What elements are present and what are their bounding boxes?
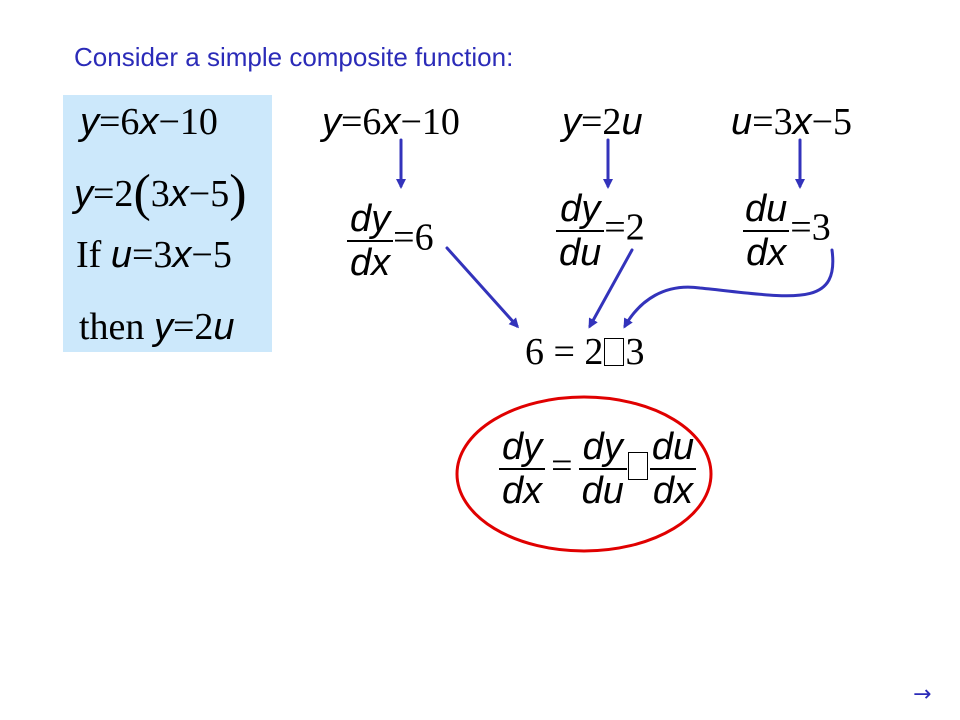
product-left: 6 = 2 <box>525 331 604 373</box>
panel-eq-3-eq: =3 <box>131 234 173 276</box>
panel-eq-2-var: x <box>169 173 189 215</box>
panel-eq-2-close: ) <box>229 165 247 222</box>
chain-rule-multiply-box-icon <box>627 451 648 480</box>
derivative-dydu-den: du <box>556 230 605 272</box>
column-1-eq: =6 <box>341 101 382 143</box>
product-right: 3 <box>625 331 645 373</box>
column-2-lhs: y <box>562 101 581 143</box>
arrow-dudx-to-product <box>623 248 835 329</box>
panel-eq-1-rest: −10 <box>158 101 218 143</box>
column-3-var: x <box>792 101 812 143</box>
column-3-rest: −5 <box>811 101 853 143</box>
product-equation: 6 = 2 3 <box>525 333 644 371</box>
panel-eq-2-coef: 3 <box>150 173 170 215</box>
panel-eq-4-var2: u <box>213 306 235 348</box>
panel-eq-3-prefix: If <box>76 234 111 276</box>
derivative-dydu-num: dy <box>560 188 601 230</box>
panel-eq-3: If u=3x−5 <box>76 236 232 274</box>
arrow-dydu-to-product <box>588 248 634 329</box>
panel-eq-2-lhs: y <box>74 173 93 215</box>
column-1-var: x <box>381 101 401 143</box>
chain-rule-lhs-num: dy <box>502 426 543 468</box>
panel-eq-4-prefix: then <box>79 306 154 348</box>
chain-rule-factor-2-num: du <box>651 426 695 468</box>
panel-eq-3-rest: −5 <box>191 234 232 276</box>
panel-eq-1-var: x <box>139 101 159 143</box>
derivative-dudx-num: du <box>745 188 788 230</box>
derivative-dydx-value: =6 <box>393 216 434 259</box>
chain-rule-highlight-ellipse <box>455 395 713 553</box>
column-1-lhs: y <box>322 101 341 143</box>
derivative-dudx-value: =3 <box>790 206 831 249</box>
chain-rule-factor-1-num: dy <box>582 426 623 468</box>
derivative-dydu-value: =2 <box>604 206 645 249</box>
chain-rule-factor-2-den: dx <box>649 468 697 510</box>
panel-eq-2: y=2(3x−5) <box>74 168 247 220</box>
column-3-lhs: u <box>731 101 753 143</box>
slide-title: Consider a simple composite function: <box>74 42 514 72</box>
derivative-dydx-num: dy <box>350 198 391 240</box>
multiply-box-icon <box>604 338 625 366</box>
panel-eq-4-var: y <box>153 306 173 348</box>
panel-eq-1: y=6x−10 <box>80 103 218 141</box>
panel-eq-2-rest: −5 <box>188 173 230 215</box>
next-slide-arrow-icon[interactable]: → <box>913 682 932 707</box>
panel-eq-3-var2: x <box>172 234 192 276</box>
panel-eq-1-lhs: y <box>80 101 99 143</box>
column-2-eq: =2 <box>581 101 622 143</box>
panel-eq-4-eq: =2 <box>172 306 214 348</box>
arrow-dydx-to-product <box>445 246 520 329</box>
panel-eq-1-eq: =6 <box>99 101 140 143</box>
derivative-dudx-den: dx <box>743 230 790 272</box>
chain-rule-lhs-den: dx <box>499 468 546 510</box>
column-2-equation: y=2u <box>562 103 643 141</box>
column-1-equation: y=6x−10 <box>322 103 460 141</box>
column-2-var: u <box>621 101 643 143</box>
equation-panel <box>63 95 272 352</box>
panel-eq-2-eq: =2 <box>93 173 134 215</box>
chain-rule-equals: = <box>551 444 573 487</box>
column-3-eq: =3 <box>752 101 793 143</box>
column-1-rest: −10 <box>400 101 460 143</box>
derivative-dydx-den: dx <box>347 240 394 282</box>
column-3-equation: u=3x−5 <box>731 103 852 141</box>
chain-rule-factor-1-den: du <box>578 468 627 510</box>
panel-eq-3-var: u <box>110 234 132 276</box>
panel-eq-2-open: ( <box>133 165 151 222</box>
panel-eq-4: then y=2u <box>79 308 235 346</box>
